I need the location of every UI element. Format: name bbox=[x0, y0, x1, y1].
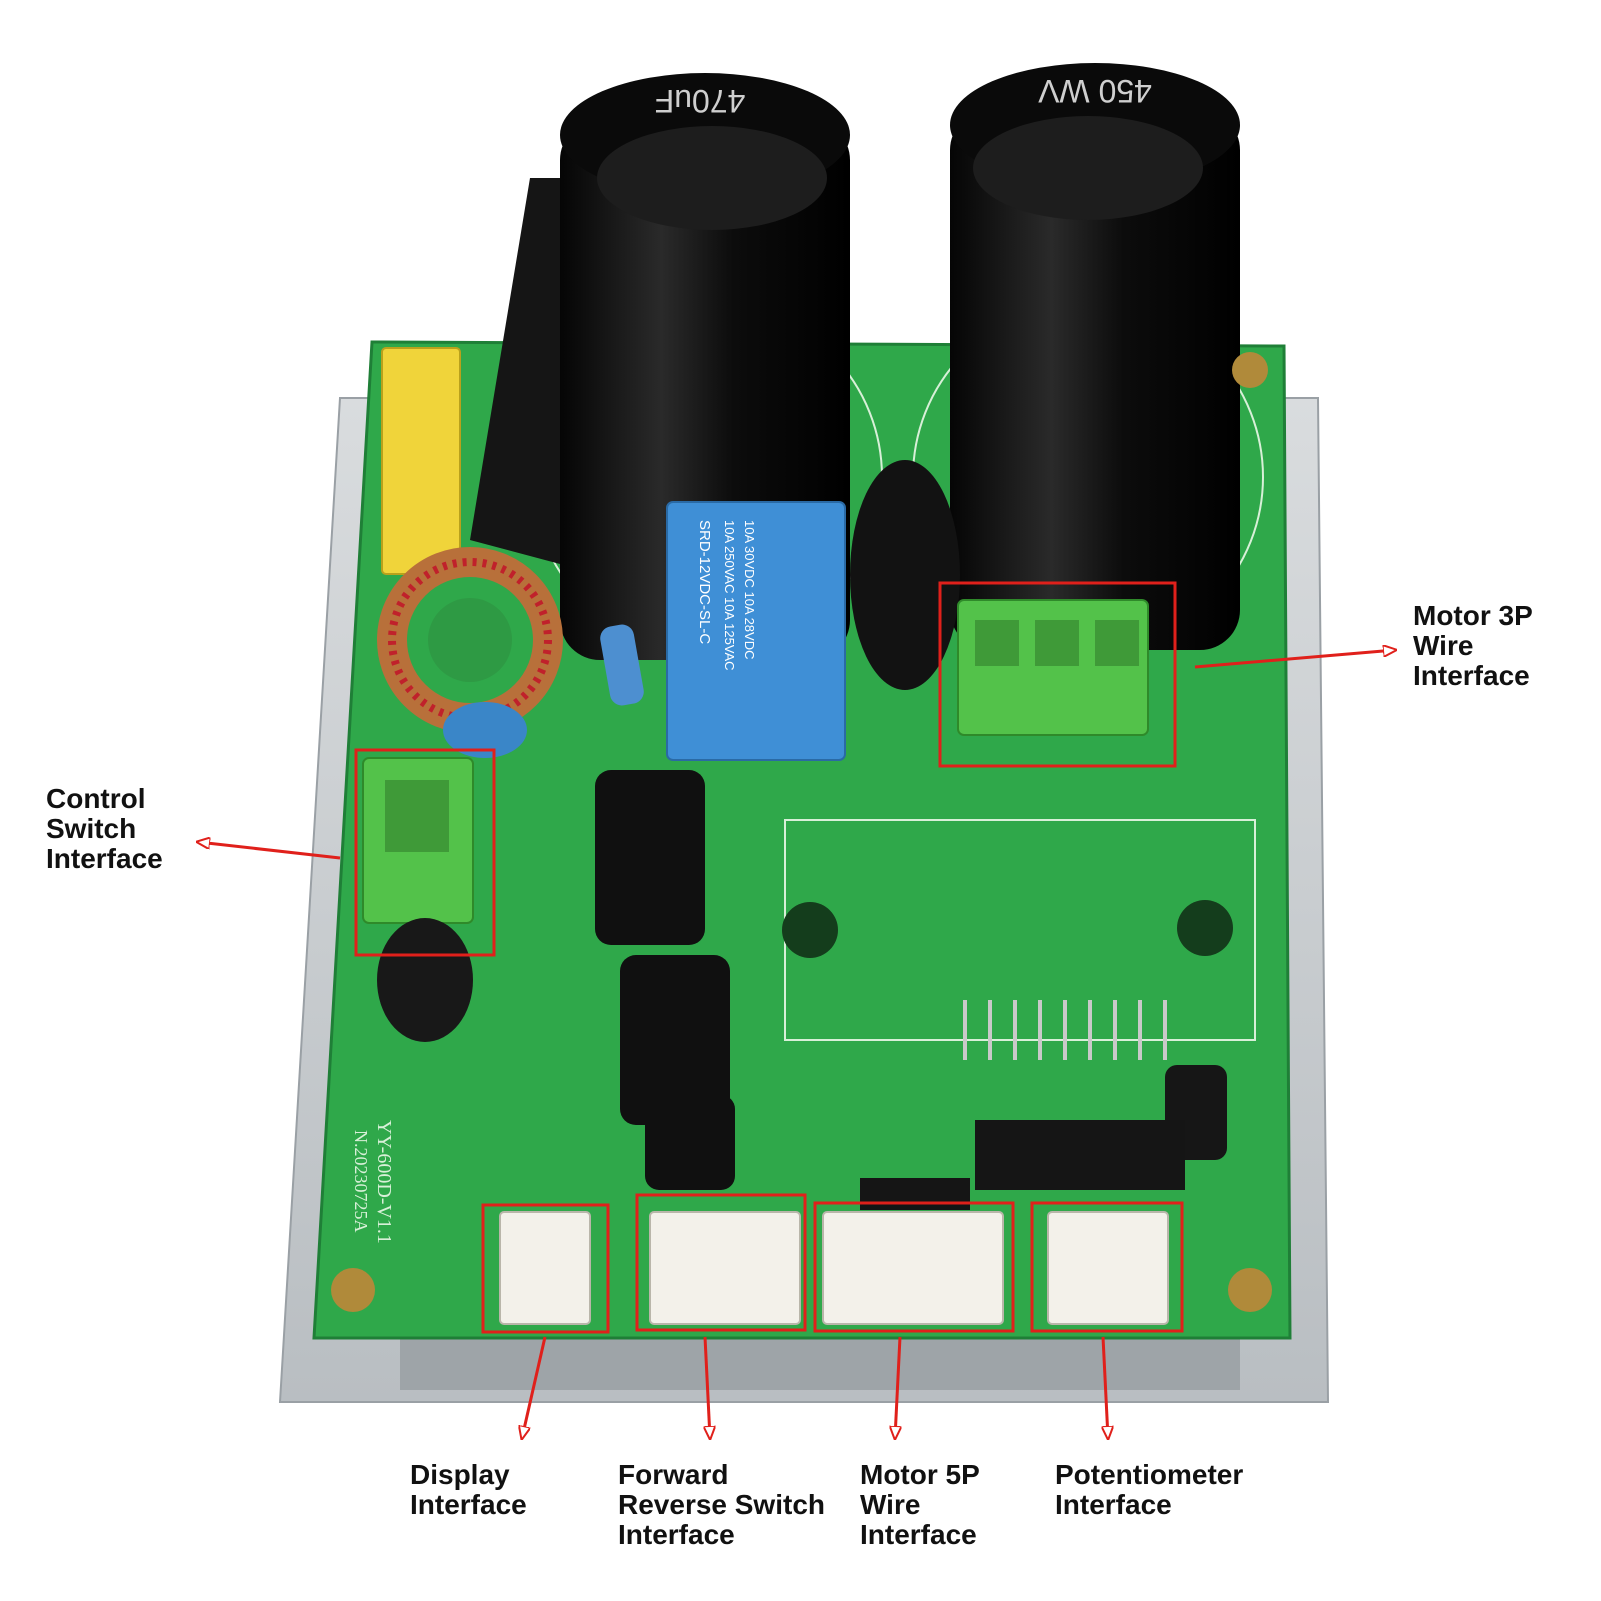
electrolytic-capacitor bbox=[595, 770, 705, 945]
board-model-label: YY-600D-V1.1 bbox=[373, 1120, 395, 1244]
screw bbox=[331, 1268, 375, 1312]
control-switch-terminal[interactable] bbox=[362, 757, 474, 924]
relay-label-1: SRD-12VDC-SL-C bbox=[696, 520, 713, 644]
ic-chip bbox=[860, 1178, 970, 1210]
arrow-display bbox=[522, 1336, 547, 1438]
rectifier-bridge bbox=[470, 178, 575, 568]
relay-label-2: 10A 250VAC 10A 125VAC bbox=[722, 520, 737, 671]
highlight-display bbox=[481, 1203, 610, 1334]
relay: SRD-12VDC-SL-C 10A 250VAC 10A 125VAC 10A… bbox=[666, 501, 846, 761]
highlight-boxes bbox=[354, 581, 1184, 1334]
safety-capacitor bbox=[381, 347, 461, 575]
varistor bbox=[850, 460, 960, 690]
capacitor-right-rating: 450 WV bbox=[1037, 73, 1151, 109]
highlight-motor-3p bbox=[938, 581, 1177, 768]
choke-inductor bbox=[377, 918, 473, 1042]
display-connector[interactable] bbox=[499, 1211, 591, 1325]
highlight-control-switch bbox=[354, 748, 496, 957]
highlight-forward-reverse bbox=[635, 1193, 807, 1332]
header-pins bbox=[963, 1000, 1167, 1060]
forward-reverse-connector[interactable] bbox=[649, 1211, 801, 1325]
callout-arrows bbox=[198, 650, 1395, 1438]
disc-capacitor bbox=[443, 702, 527, 758]
mount-hole bbox=[1177, 900, 1233, 956]
potentiometer-connector[interactable] bbox=[1047, 1211, 1169, 1325]
arrow-forward-reverse bbox=[705, 1336, 710, 1438]
arrow-motor-5p bbox=[895, 1336, 900, 1438]
board-date-label: N.20230725A bbox=[351, 1130, 371, 1233]
capacitor-left-rating: 470uF bbox=[655, 83, 746, 119]
mount-hole bbox=[782, 902, 838, 958]
label-control-switch: Control Switch Interface bbox=[46, 783, 163, 874]
screw bbox=[1228, 1268, 1272, 1312]
relay-label-3: 10A 30VDC 10A 28VDC bbox=[742, 520, 757, 659]
label-forward-reverse: Forward Reverse Switch Interface bbox=[618, 1459, 825, 1550]
motor-5p-connector[interactable] bbox=[822, 1211, 1004, 1325]
resistor bbox=[600, 624, 644, 706]
arrow-motor-3p bbox=[1194, 650, 1395, 669]
capacitor-right: 450 WV bbox=[950, 63, 1240, 650]
highlight-potentiometer bbox=[1030, 1201, 1184, 1333]
label-potentiometer: Potentiometer Interface bbox=[1055, 1459, 1244, 1520]
highlight-motor-5p bbox=[813, 1201, 1015, 1333]
label-motor-5p: Motor 5P Wire Interface bbox=[860, 1459, 980, 1550]
label-motor-3p: Motor 3P Wire Interface bbox=[1413, 600, 1533, 691]
motor-3p-terminal[interactable] bbox=[957, 599, 1149, 736]
electrolytic-capacitor bbox=[620, 955, 730, 1125]
electrolytic-capacitor bbox=[645, 1095, 735, 1190]
ic-chip bbox=[975, 1120, 1185, 1190]
arrow-potentiometer bbox=[1103, 1336, 1108, 1438]
capacitor-left: 470uF bbox=[560, 73, 850, 660]
label-display: Display Interface bbox=[410, 1459, 527, 1520]
screw bbox=[1232, 352, 1268, 388]
arrow-control-switch bbox=[198, 842, 341, 860]
